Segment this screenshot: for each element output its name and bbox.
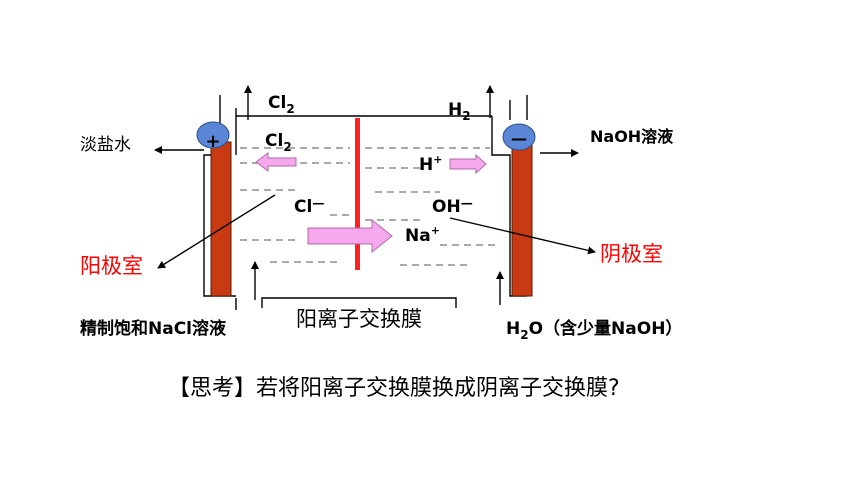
- h-ion-right-arrow: [449, 153, 487, 175]
- cation-exchange-membrane: [355, 118, 360, 270]
- anode-sign: +: [205, 131, 220, 152]
- naoh-solution-label: NaOH溶液: [590, 127, 674, 146]
- cl2-left-arrow: [255, 152, 297, 172]
- anode-electrode: [210, 141, 232, 297]
- water-inlet-label: H2O（含少量NaOH）: [506, 318, 682, 342]
- membrane-label: 阳离子交换膜: [296, 307, 422, 331]
- na-ion-right-arrow: [307, 218, 393, 254]
- cathode-sign: —: [511, 129, 527, 148]
- question-text: 【思考】若将阳离子交换膜换成阴离子交换膜?: [168, 376, 620, 401]
- cl2-outlet-label: Cl2: [268, 93, 295, 116]
- cathode-chamber-label: 阴极室: [600, 242, 663, 266]
- na-ion-label: Na+: [405, 224, 440, 246]
- anode-chamber-label: 阳极室: [80, 254, 143, 278]
- brine-inlet-label: 精制饱和NaCl溶液: [80, 318, 226, 339]
- anode-cap: [196, 121, 230, 149]
- oh-ion-label: OH—: [432, 196, 473, 217]
- dilute-brine-label: 淡盐水: [80, 135, 131, 155]
- flow-arrows: [154, 85, 596, 305]
- cell-walls: [203, 95, 528, 310]
- h2-outlet-label: H2: [448, 100, 471, 123]
- cathode-cap: [502, 123, 536, 151]
- solution-dashes: [240, 147, 500, 266]
- membrane-bracket: [261, 297, 457, 308]
- h-ion-label: H+: [419, 153, 442, 175]
- cl2-product-label: Cl2: [265, 131, 292, 154]
- cathode-electrode: [511, 141, 533, 297]
- cl-ion-label: Cl—: [294, 196, 324, 217]
